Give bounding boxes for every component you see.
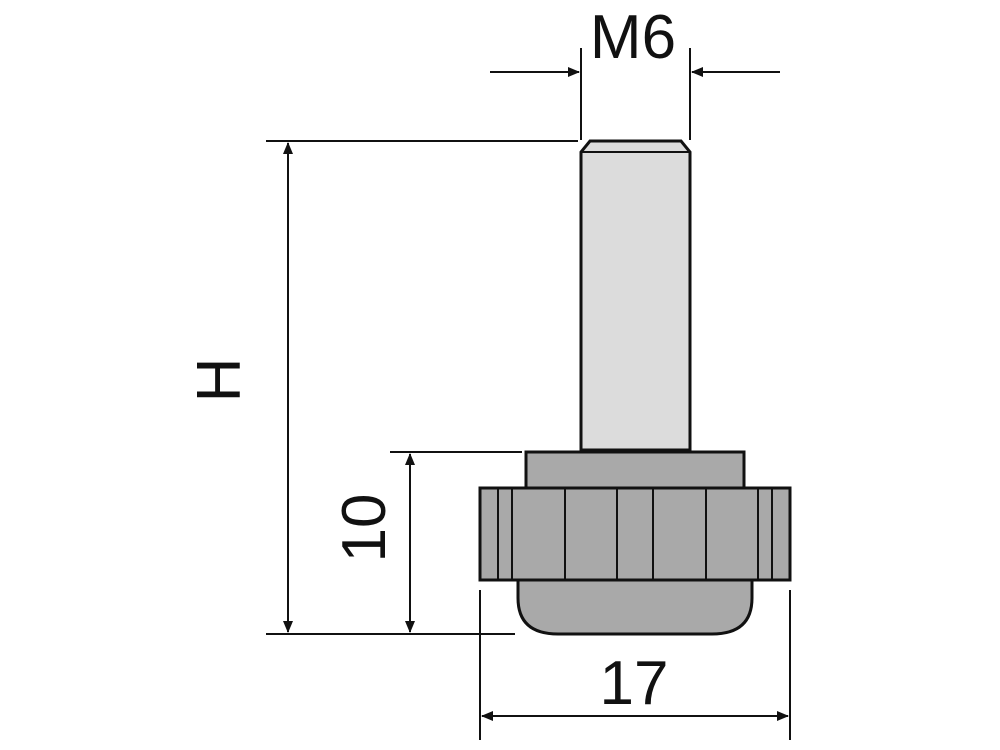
- base-height-label: 10: [330, 494, 399, 563]
- dimension-thread: M6: [490, 3, 780, 140]
- dimension-width: 17: [479, 590, 791, 740]
- knurl-lines: [497, 488, 773, 580]
- threaded-shaft: [579, 139, 692, 452]
- foot-pad: [516, 578, 754, 636]
- height-label: H: [185, 358, 254, 403]
- knurled-ring: [478, 486, 792, 582]
- dimension-height: H: [185, 140, 578, 635]
- thread-label: M6: [590, 3, 676, 72]
- width-label: 17: [600, 649, 669, 718]
- body-collar: [524, 450, 746, 490]
- dimension-base-height: 10: [330, 451, 522, 633]
